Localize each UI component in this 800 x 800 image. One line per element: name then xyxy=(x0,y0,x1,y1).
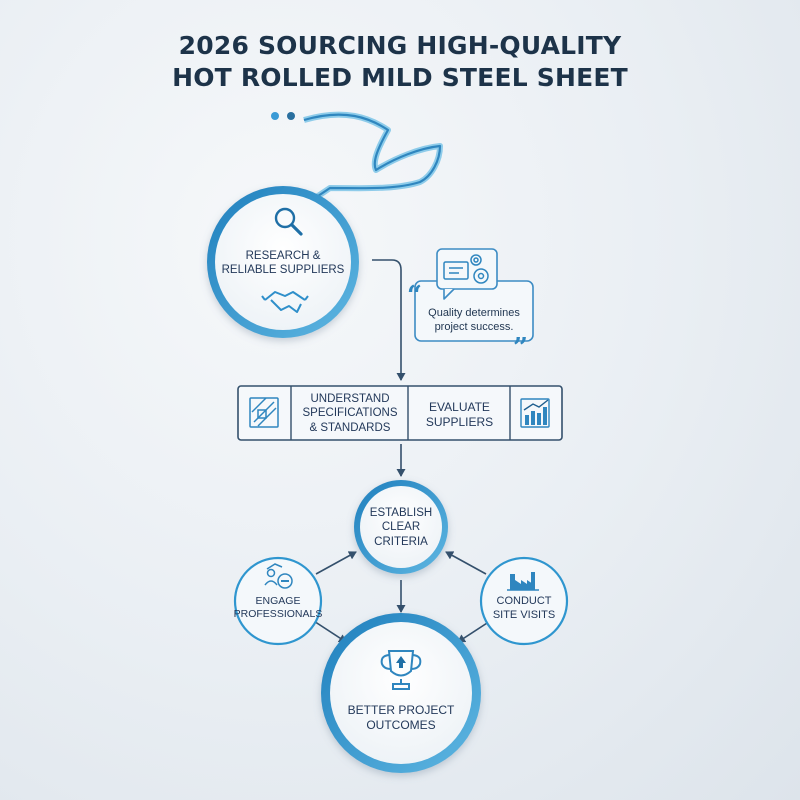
decorative-dots xyxy=(271,112,295,120)
magnifier-icon xyxy=(274,207,303,236)
establish-line-2: CLEAR xyxy=(381,521,421,534)
quote-line-1: Quality determines xyxy=(428,307,520,319)
research-label: RESEARCH & RELIABLE SUPPLIERS xyxy=(213,249,353,278)
chat-people-icon xyxy=(264,563,293,589)
factory-icon xyxy=(507,572,539,591)
evaluate-line-1: EVALUATE xyxy=(429,400,490,414)
engage-label: ENGAGE PROFESSIONALS xyxy=(226,595,330,621)
research-line-2: RELIABLE SUPPLIERS xyxy=(221,264,345,277)
establish-label: ESTABLISH CLEAR CRITERIA xyxy=(356,506,446,549)
swoosh-ribbon xyxy=(296,111,443,209)
conduct-label: CONDUCT SITE VISITS xyxy=(474,595,574,623)
evaluate-line-2: SUPPLIERS xyxy=(425,415,494,429)
quote-close-icon: ” xyxy=(513,333,528,363)
quote-line-2: project success. xyxy=(434,320,514,333)
conduct-line-2: SITE VISITS xyxy=(492,608,556,621)
understand-label: UNDERSTAND SPECIFICATIONS & STANDARDS xyxy=(292,392,408,435)
engage-line-1: ENGAGE xyxy=(255,595,301,607)
research-node xyxy=(207,186,359,338)
outcome-line-2: OUTCOMES xyxy=(366,718,436,732)
quote-text: Quality determines project success. xyxy=(418,307,530,335)
understand-line-3: & STANDARDS xyxy=(309,421,391,434)
handshake-icon xyxy=(261,291,309,313)
understand-line-2: SPECIFICATIONS xyxy=(302,407,398,420)
page-title-line-2: HOT ROLLED MILD STEEL SHEET xyxy=(172,63,628,92)
outcome-label: BETTER PROJECT OUTCOMES xyxy=(335,703,467,733)
outcome-node xyxy=(321,613,481,773)
establish-line-1: ESTABLISH xyxy=(369,507,433,519)
bar-chart-icon xyxy=(520,398,550,428)
understand-line-1: UNDERSTAND xyxy=(310,393,390,405)
steps-bar xyxy=(237,385,563,441)
gears-monitor-icon xyxy=(443,254,489,284)
engage-line-2: PROFESSIONALS xyxy=(233,608,323,621)
page-title-line-1: 2026 SOURCING HIGH-QUALITY xyxy=(178,31,622,60)
trophy-icon xyxy=(380,650,422,690)
quote-open-icon: “ xyxy=(407,281,422,311)
research-line-1: RESEARCH & xyxy=(245,250,321,262)
outcome-line-1: BETTER PROJECT xyxy=(347,703,455,717)
establish-node xyxy=(354,480,448,574)
engage-node xyxy=(233,556,323,646)
establish-line-3: CRITERIA xyxy=(374,535,428,548)
evaluate-label: EVALUATE SUPPLIERS xyxy=(409,400,510,430)
blueprint-icon xyxy=(249,397,279,428)
conduct-line-1: CONDUCT xyxy=(496,595,552,607)
conduct-node xyxy=(479,556,569,646)
